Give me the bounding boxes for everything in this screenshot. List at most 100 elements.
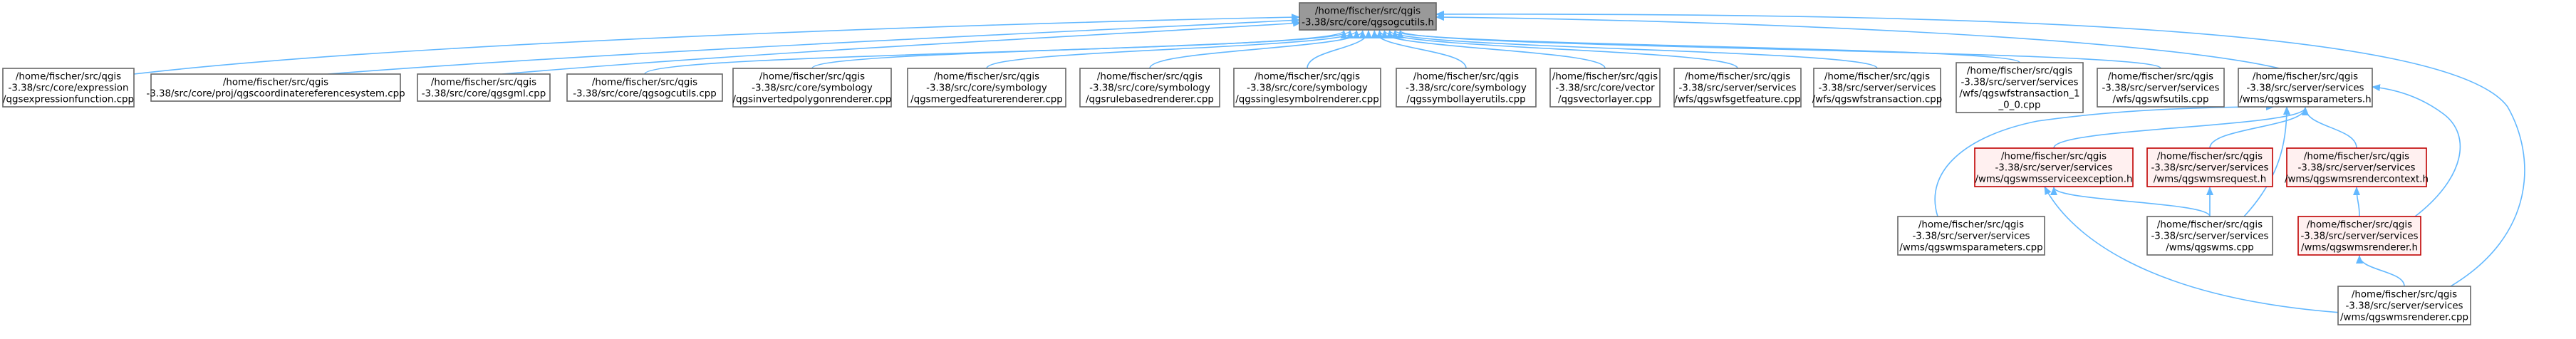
- node-box: [2146, 216, 2273, 256]
- node-label-line: -3.38/src/server/services: [2151, 231, 2268, 242]
- node-label-line: /wms/qgswmsparameters.h: [2239, 95, 2371, 105]
- node-label-line: /home/fischer/src/qgis: [934, 72, 1039, 83]
- node-qgswfsutils-cpp[interactable]: /home/fischer/src/qgis-3.38/src/server/s…: [2097, 68, 2225, 108]
- edge-qgswmsrenderer_cpp-to-qgswmsserviceexception_h: [2044, 186, 2352, 314]
- node-label-line: /home/fischer/src/qgis: [759, 72, 865, 83]
- node-label-line: -3.38/src/server/services: [2151, 163, 2268, 174]
- node-label-line: /home/fischer/src/qgis: [1315, 6, 1421, 17]
- node-label-line: /qgsmergedfeaturerenderer.cpp: [910, 95, 1063, 105]
- node-label-line: /home/fischer/src/qgis: [2108, 72, 2213, 83]
- edge-qgswfsutils_cpp-to-qgsogcutils_h: [1396, 30, 2161, 69]
- node-qgssinglesymbolrenderer-cpp[interactable]: /home/fischer/src/qgis-3.38/src/core/sym…: [1233, 68, 1381, 108]
- edge-qgswmsserviceexception_h-to-qgswmsparameters_h: [2053, 107, 2309, 149]
- edge-qgswmsrenderer_cpp-to-qgsogcutils_h: [1435, 10, 2525, 287]
- node-qgswmsrenderer-cpp[interactable]: /home/fischer/src/qgis-3.38/src/server/s…: [2337, 286, 2471, 325]
- node-box: [1813, 68, 1941, 108]
- nodes-layer: /home/fischer/src/qgis-3.38/src/core/qgs…: [2, 2, 2471, 325]
- node-qgswmsserviceexception-h[interactable]: /home/fischer/src/qgis-3.38/src/server/s…: [1974, 147, 2134, 187]
- node-label-line: -3.38/src/core/expression: [9, 83, 129, 94]
- node-label-line: /home/fischer/src/qgis: [1918, 220, 2024, 231]
- node-label-line: /home/fischer/src/qgis: [1685, 72, 1790, 83]
- node-label-line: /wms/qgswmsserviceexception.h: [1975, 174, 2132, 185]
- node-qgsmergedfeaturerenderer-cpp[interactable]: /home/fischer/src/qgis-3.38/src/core/sym…: [907, 68, 1066, 108]
- node-label-line: -3.38/src/server/services: [1818, 83, 1936, 94]
- node-label-line: /home/fischer/src/qgis: [2157, 152, 2263, 162]
- edge-qgsexpressionfunction_cpp-to-qgsogcutils_h: [133, 14, 1300, 75]
- node-qgswmsparameters-cpp[interactable]: /home/fischer/src/qgis-3.38/src/server/s…: [1897, 216, 2045, 256]
- node-qgswmsrenderer-h[interactable]: /home/fischer/src/qgis-3.38/src/server/s…: [2297, 216, 2421, 256]
- node-label-line: -3.38/src/core/symbology: [926, 83, 1047, 94]
- node-label-line: /wms/qgswms.cpp: [2166, 243, 2254, 254]
- edge-qgswmsparameters_h-to-qgsogcutils_h: [1435, 14, 2280, 69]
- node-label-line: -3.38/src/server/services: [1912, 231, 2030, 242]
- node-label-line: /home/fischer/src/qgis: [1097, 72, 1203, 83]
- node-label-line: /home/fischer/src/qgis: [592, 78, 697, 88]
- node-box: [2286, 147, 2427, 187]
- node-qgswms-cpp[interactable]: /home/fischer/src/qgis-3.38/src/server/s…: [2146, 216, 2273, 256]
- node-label-line: -3.38/src/core/proj/qgscoordinatereferen…: [146, 89, 405, 100]
- node-box: [907, 68, 1066, 108]
- node-label-line: /wfs/qgswfsgetfeature.cpp: [1674, 95, 1800, 105]
- node-qgscoordinatereferencesystem-cpp[interactable]: /home/fischer/src/qgis-3.38/src/core/pro…: [146, 73, 405, 102]
- node-label-line: -3.38/src/core/vector: [1555, 83, 1655, 94]
- node-box: [417, 73, 551, 102]
- node-qgswmsrendercontext-h[interactable]: /home/fischer/src/qgis-3.38/src/server/s…: [2285, 147, 2429, 187]
- edges-layer: [133, 10, 2525, 314]
- node-label-line: -3.38/src/core/qgsogcutils.cpp: [573, 89, 717, 100]
- node-label-line: -3.38/src/server/services: [2246, 83, 2364, 94]
- node-label-line: /qgsinvertedpolygonrenderer.cpp: [733, 95, 892, 105]
- node-label-line: /home/fischer/src/qgis: [2001, 152, 2107, 162]
- node-box: [1897, 216, 2045, 256]
- node-label-line: /home/fischer/src/qgis: [1255, 72, 1360, 83]
- edge-qgsmergedfeaturerenderer_cpp-to-qgsogcutils_h: [986, 30, 1361, 69]
- node-label-line: /home/fischer/src/qgis: [2307, 220, 2412, 231]
- edge-qgscoordinatereferencesystem_cpp-to-qgsogcutils_h: [327, 16, 1300, 75]
- edge-qgssinglesymbolrenderer_cpp-to-qgsogcutils_h: [1307, 30, 1372, 69]
- node-qgsrulebasedrenderer-cpp[interactable]: /home/fischer/src/qgis-3.38/src/core/sym…: [1079, 68, 1220, 108]
- node-label-line: _0_0.cpp: [1998, 100, 2040, 111]
- node-label-line: -3.38/src/server/services: [1960, 78, 2078, 88]
- node-box: [566, 73, 723, 102]
- edge-qgswms_cpp-to-qgswmsparameters_h: [2243, 106, 2290, 217]
- node-box: [1299, 2, 1437, 31]
- node-box: [732, 68, 892, 108]
- node-box: [2, 68, 135, 108]
- node-qgsogcutils-cpp[interactable]: /home/fischer/src/qgis-3.38/src/core/qgs…: [566, 73, 723, 102]
- edge-qgsgml_cpp-to-qgsogcutils_h: [502, 19, 1302, 75]
- node-box: [2297, 216, 2421, 256]
- node-qgswfstransaction-1-0-0-cpp[interactable]: /home/fischer/src/qgis-3.38/src/server/s…: [1956, 62, 2084, 113]
- node-label-line: -3.38/src/core/symbology: [1247, 83, 1368, 94]
- node-label-line: /qgsexpressionfunction.cpp: [3, 95, 134, 105]
- node-label-line: -3.38/src/server/services: [1995, 163, 2112, 174]
- node-label-line: /home/fischer/src/qgis: [1413, 72, 1519, 83]
- node-qgswmsparameters-h[interactable]: /home/fischer/src/qgis-3.38/src/server/s…: [2238, 68, 2373, 108]
- node-qgsvectorlayer-cpp[interactable]: /home/fischer/src/qgis-3.38/src/core/vec…: [1549, 68, 1661, 108]
- node-box: [2337, 286, 2471, 325]
- node-label-line: /qgssymbollayerutils.cpp: [1406, 95, 1525, 105]
- edge-qgswmsrenderer_h-to-qgswmsrendercontext_h: [2353, 187, 2361, 217]
- node-qgswmsrequest-h[interactable]: /home/fischer/src/qgis-3.38/src/server/s…: [2146, 147, 2273, 187]
- node-qgsexpressionfunction-cpp[interactable]: /home/fischer/src/qgis-3.38/src/core/exp…: [2, 68, 135, 108]
- node-label-line: -3.38/src/server/services: [2300, 231, 2418, 242]
- node-label-line: /wms/qgswmsrequest.h: [2154, 174, 2267, 185]
- node-label-line: -3.38/src/server/services: [2297, 163, 2415, 174]
- node-label-line: -3.38/src/server/services: [2345, 301, 2463, 312]
- node-qgswfsgetfeature-cpp[interactable]: /home/fischer/src/qgis-3.38/src/server/s…: [1673, 68, 1802, 108]
- node-label-line: /home/fischer/src/qgis: [16, 72, 121, 83]
- node-label-line: /home/fischer/src/qgis: [2304, 152, 2409, 162]
- edge-qgswmsrenderer_cpp-to-qgswmsrenderer_h: [2356, 255, 2405, 287]
- node-label-line: /home/fischer/src/qgis: [2253, 72, 2358, 83]
- node-qgsinvertedpolygonrenderer-cpp[interactable]: /home/fischer/src/qgis-3.38/src/core/sym…: [732, 68, 892, 108]
- node-label-line: -3.38/src/core/qgsogcutils.h: [1302, 18, 1434, 28]
- node-qgsgml-cpp[interactable]: /home/fischer/src/qgis-3.38/src/core/qgs…: [417, 73, 551, 102]
- node-label-line: /wms/qgswmsrenderer.h: [2301, 243, 2418, 254]
- node-label-line: /home/fischer/src/qgis: [2157, 220, 2263, 231]
- edge-qgswfstransaction_1_0_0_cpp-to-qgsogcutils_h: [1391, 30, 2020, 63]
- edge-qgswmsrequest_h-to-qgswmsparameters_h: [2209, 107, 2309, 149]
- node-label-line: -3.38/src/server/services: [2102, 83, 2219, 94]
- node-box: [1233, 68, 1381, 108]
- edge-qgswfsgetfeature_cpp-to-qgsogcutils_h: [1381, 30, 1738, 69]
- node-qgsogcutils-h[interactable]: /home/fischer/src/qgis-3.38/src/core/qgs…: [1299, 2, 1437, 31]
- node-qgssymbollayerutils-cpp[interactable]: /home/fischer/src/qgis-3.38/src/core/sym…: [1396, 68, 1537, 108]
- node-qgswfstransaction-cpp[interactable]: /home/fischer/src/qgis-3.38/src/server/s…: [1812, 68, 1943, 108]
